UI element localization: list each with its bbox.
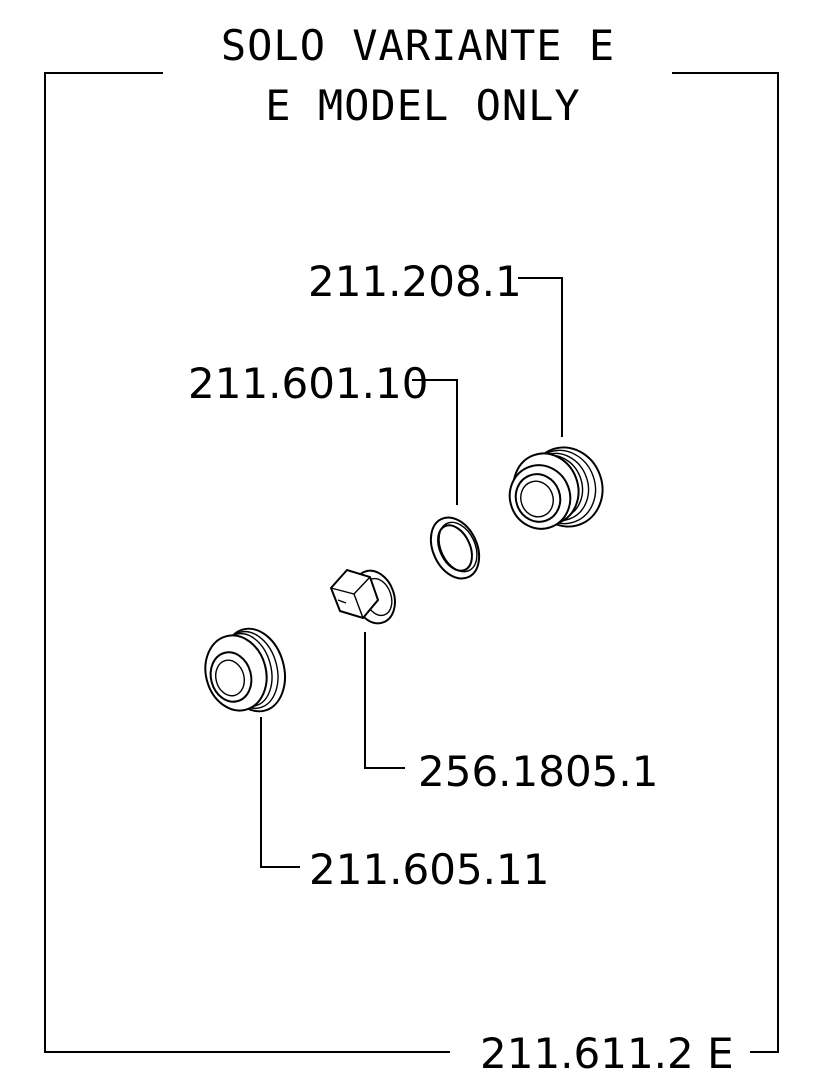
bracket-right [672,72,779,1053]
assembly-bracket [44,72,779,1053]
bracket-left [44,72,450,1053]
leader-lines [260,277,563,868]
leader-washer [412,379,458,505]
title-line-1: SOLO VARIANTE E [221,21,615,70]
cap-nut-part [508,446,604,530]
part-number-ring-nut: 211.605.11 [309,845,549,894]
leader-insert [364,632,405,769]
part-number-cap-nut: 211.208.1 [308,257,522,306]
assembly-code: 211.611.2 E [480,1029,734,1078]
leader-ring-nut [260,717,300,868]
ring-nut-part [204,627,286,713]
title-line-2: E MODEL ONLY [265,81,580,130]
washer-part [429,516,481,580]
insert-part [329,568,396,625]
part-number-insert: 256.1805.1 [418,747,658,796]
leader-cap-nut [518,277,563,437]
part-number-washer: 211.601.10 [188,359,428,408]
